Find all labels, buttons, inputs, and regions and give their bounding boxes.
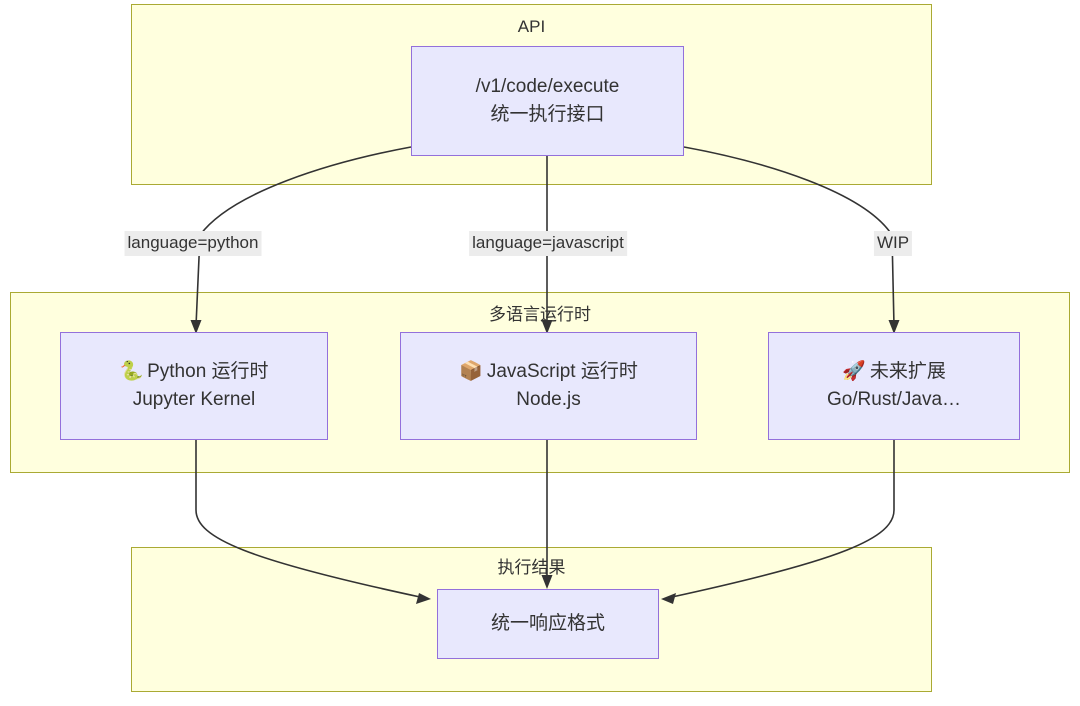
node-python-runtime-line2: Jupyter Kernel: [132, 389, 256, 410]
node-future-runtime-label: 未来扩展: [869, 361, 946, 383]
node-javascript-runtime-line2: Node.js: [516, 389, 581, 410]
rocket-icon: 🚀: [842, 360, 866, 383]
node-javascript-runtime-line1: 📦JavaScript 运行时: [459, 358, 638, 386]
cluster-results-title: 执行结果: [497, 558, 566, 577]
node-python-runtime[interactable]: 🐍Python 运行时 Jupyter Kernel: [60, 332, 328, 440]
node-python-runtime-label: Python 运行时: [147, 361, 269, 383]
node-python-runtime-line1: 🐍Python 运行时: [119, 358, 268, 386]
snake-icon: 🐍: [119, 360, 144, 383]
package-icon: 📦: [459, 360, 483, 383]
node-future-runtime[interactable]: 🚀未来扩展 Go/Rust/Java…: [768, 332, 1020, 440]
node-api-endpoint-line1: /v1/code/execute: [475, 76, 620, 98]
node-future-runtime-line1: 🚀未来扩展: [842, 358, 946, 386]
cluster-runtimes-title: 多语言运行时: [489, 305, 591, 324]
cluster-api-title: API: [517, 17, 546, 36]
node-api-endpoint[interactable]: /v1/code/execute 统一执行接口: [411, 46, 684, 156]
node-future-runtime-line2: Go/Rust/Java…: [826, 389, 962, 410]
node-javascript-runtime[interactable]: 📦JavaScript 运行时 Node.js: [400, 332, 697, 440]
node-javascript-runtime-label: JavaScript 运行时: [486, 361, 638, 383]
edge-label-to-python: language=python: [124, 231, 262, 256]
edge-label-to-future: WIP: [873, 231, 913, 256]
node-unified-response-line1: 统一响应格式: [490, 613, 605, 635]
edge-label-to-javascript: language=javascript: [469, 231, 627, 256]
node-unified-response[interactable]: 统一响应格式: [437, 589, 659, 659]
node-api-endpoint-line2: 统一执行接口: [490, 104, 605, 125]
